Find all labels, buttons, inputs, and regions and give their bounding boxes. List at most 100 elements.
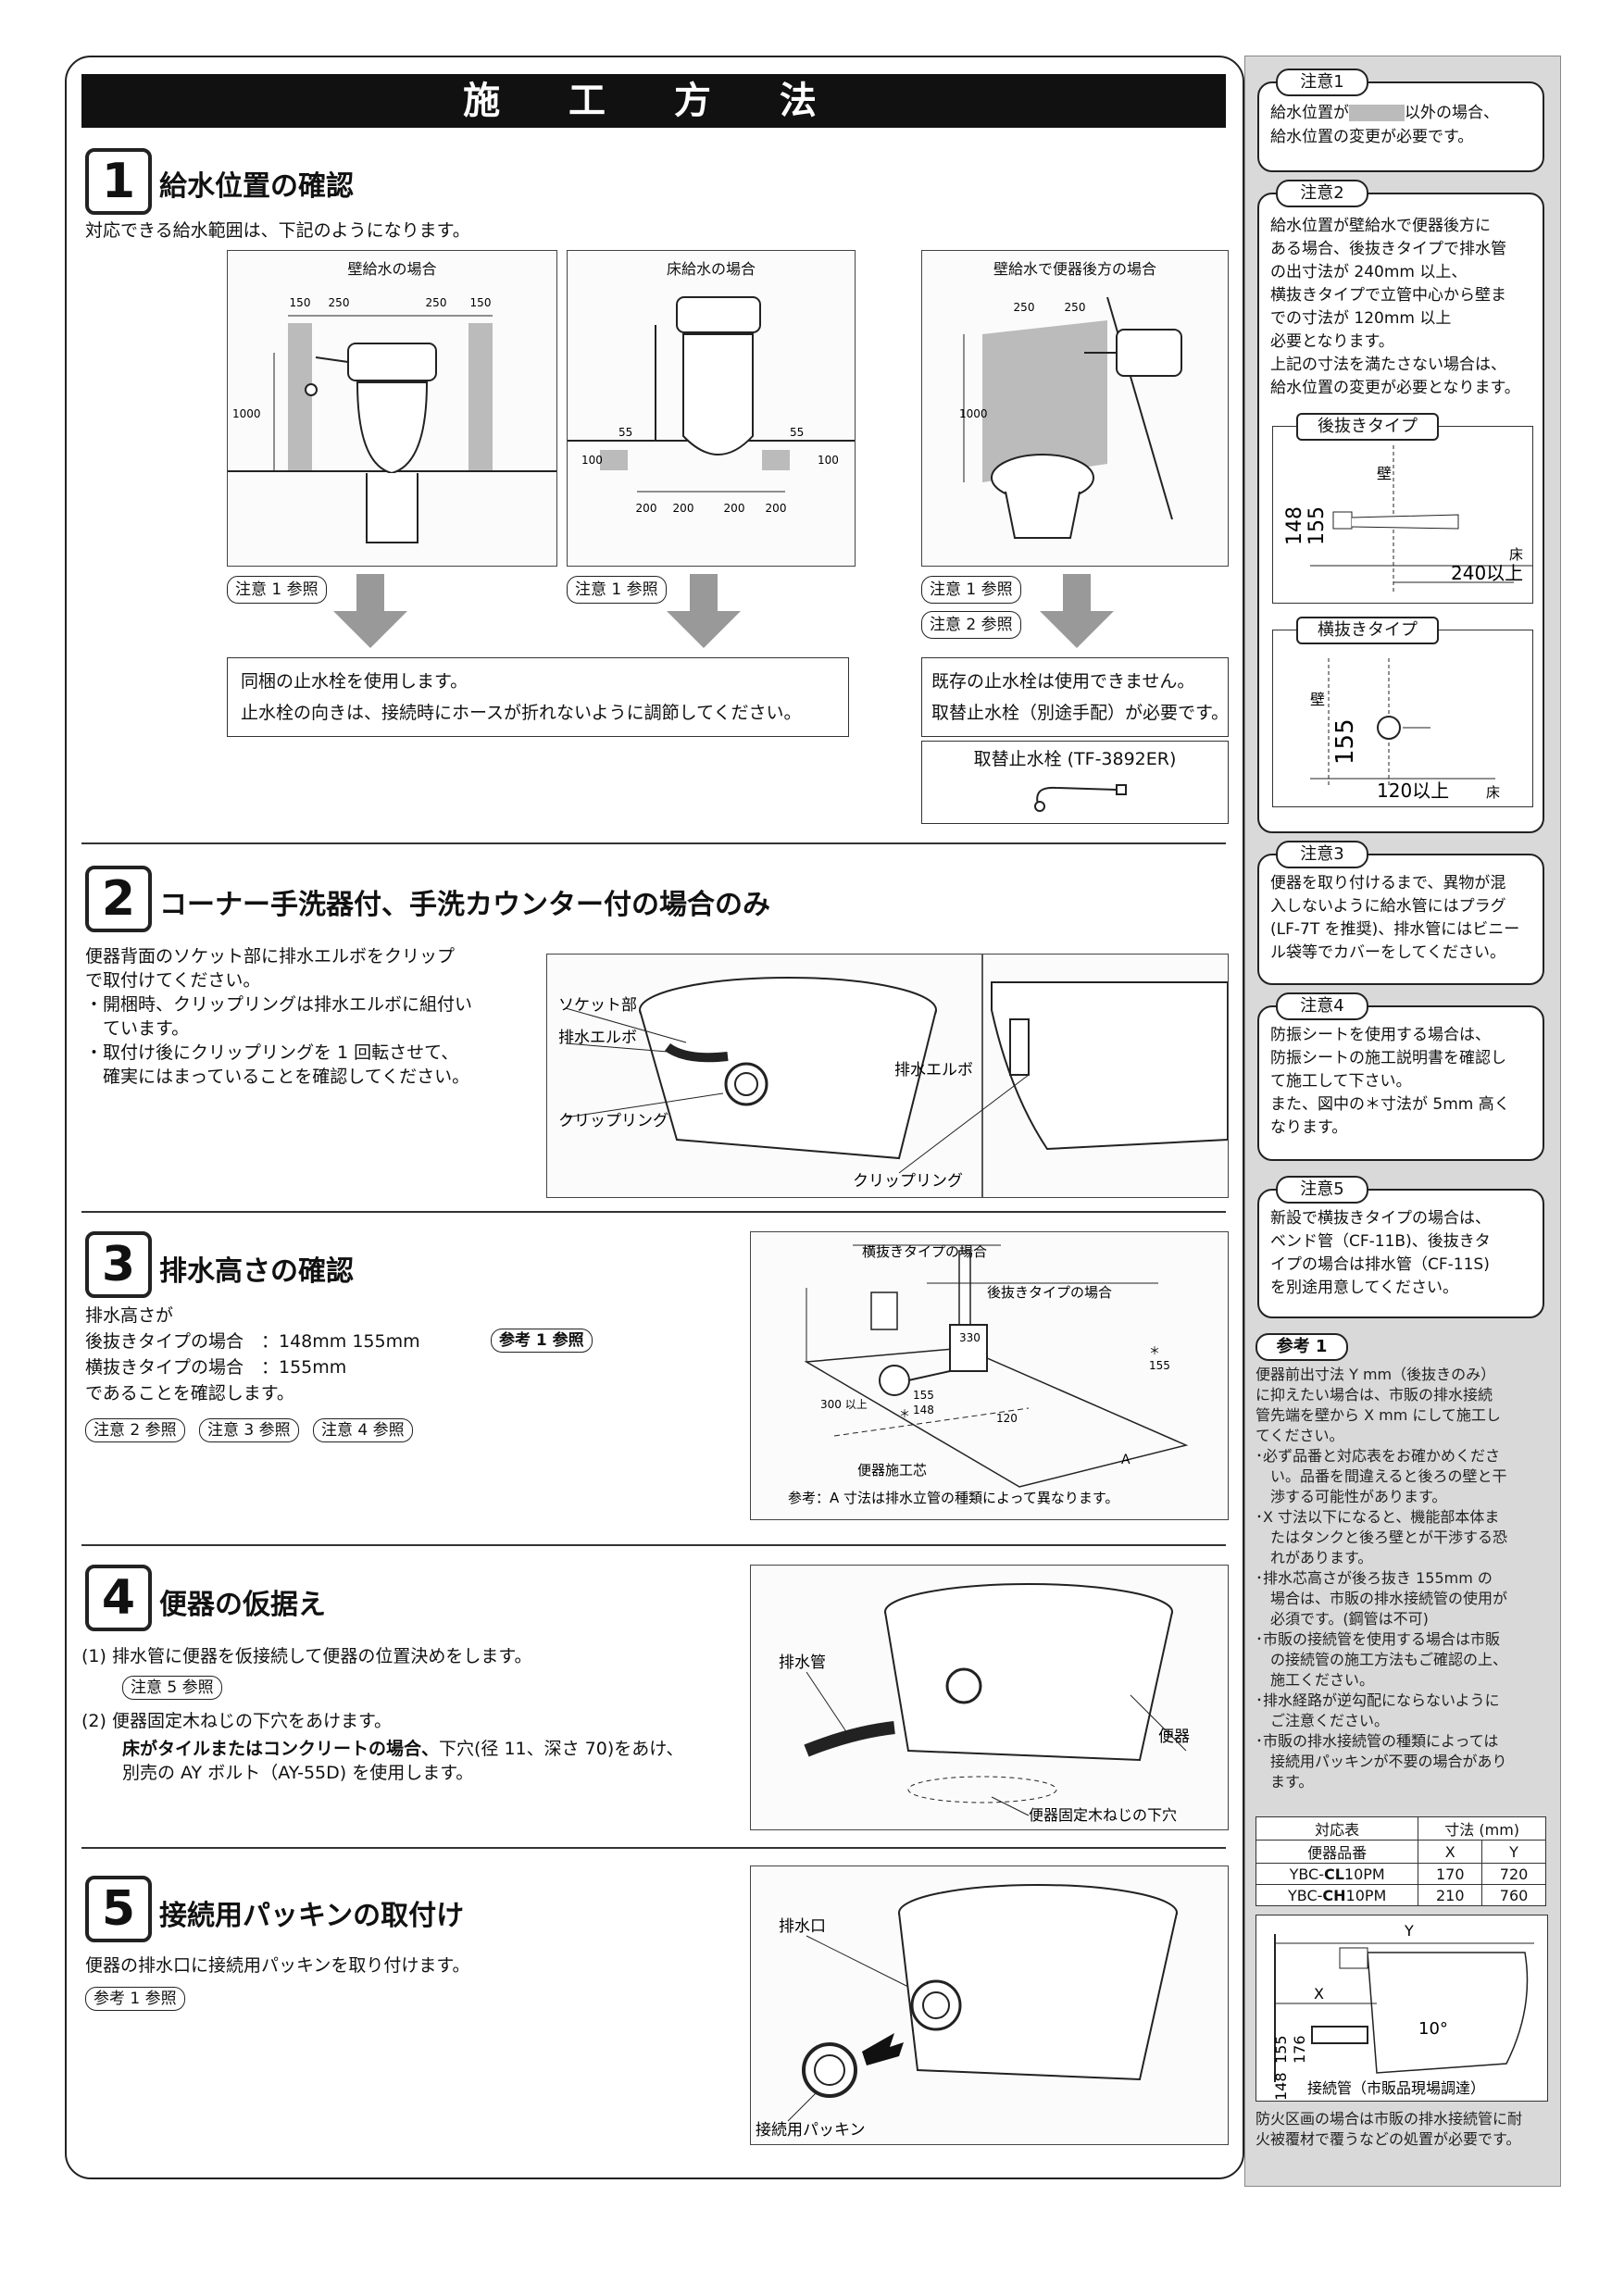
step-4-text: (2) 便器固定木ねじの下穴をあけます。	[81, 1711, 393, 1731]
rear-supply-diagram: 250 250 1000	[959, 296, 1182, 539]
dim-label: 155	[913, 1389, 934, 1402]
dim-angle: 10°	[1418, 2019, 1448, 2039]
step-4-title: 便器の仮据え	[159, 1589, 326, 1621]
section-divider	[81, 842, 1226, 844]
dim-label: 100	[581, 454, 603, 467]
label-rear-type: 後抜きタイプの場合	[987, 1284, 1112, 1301]
note-text-part: 給水位置が	[1270, 104, 1349, 122]
step-2-title: コーナー手洗器付、手洗カウンター付の場合のみ	[159, 889, 770, 921]
note-4-text: 防振シートを使用する場合は、 防振シートの施工説明書を確認し て施工して下さい。…	[1270, 1026, 1510, 1137]
note-5-tab: 注意5	[1276, 1176, 1368, 1204]
table-header: Y	[1481, 1840, 1546, 1864]
note-text-part: 以外の場合、	[1405, 104, 1499, 122]
dim-label: 250	[329, 296, 350, 309]
gray-swatch	[1349, 105, 1405, 121]
dim-label: 1000	[959, 407, 988, 420]
table-header: 対応表	[1255, 1816, 1419, 1841]
label-clip: クリップリング	[853, 1172, 963, 1191]
page-title: 施 工 方 法	[81, 74, 1226, 128]
step-3-number: 3	[85, 1231, 152, 1298]
label-elbow: 排水エルボ	[894, 1061, 973, 1079]
note-1-text: 給水位置の変更が必要です。	[1270, 128, 1474, 146]
temp-set-diagram: 排水管 便器 便器固定木ねじの下穴	[779, 1583, 1190, 1824]
ref-table: 対応表 寸法 (mm) 便器品番 X Y YBC-CL10PM 170 720 …	[1255, 1816, 1546, 1906]
ref-note-1[interactable]: 注意 1 参照	[567, 576, 667, 604]
dim-label: 150	[470, 296, 492, 309]
dim-label: 200	[724, 502, 745, 515]
model-suffix: 10PM	[1345, 1886, 1387, 1904]
dim-label: 250	[426, 296, 447, 309]
label-pipe: 接続管（市販品現場調達）	[1307, 2079, 1485, 2097]
model-code: CL	[1323, 1865, 1344, 1883]
box-text: 取替止水栓（別途手配）が必要です。	[931, 703, 1230, 723]
dim-label: 200	[636, 502, 657, 515]
main-frame	[65, 56, 1244, 2179]
ref-ref-1[interactable]: 参考 1 参照	[491, 1329, 593, 1353]
model-code: CH	[1322, 1886, 1346, 1904]
step-2-number: 2	[85, 866, 152, 932]
box-included-valve: 同梱の止水栓を使用します。 止水栓の向きは、接続時にホースが折れないように調節し…	[227, 657, 849, 737]
table-row: YBC-CH10PM 210 760	[1255, 1884, 1546, 1906]
table-cell: 170	[1418, 1863, 1483, 1885]
step-4-text: 別売の AY ボルト（AY-55D) を使用します。	[122, 1763, 474, 1783]
side-type-box: 壁 155 120以上 床	[1272, 630, 1533, 807]
dim-label: 250	[1014, 301, 1035, 314]
figure-drain-height: 横抜きタイプの場合 後抜きタイプの場合 330 300 以上 155 148 ＊…	[750, 1231, 1229, 1520]
dim-label: 148	[913, 1404, 934, 1416]
label-floor: 床	[1509, 546, 1523, 563]
box-text: 同梱の止水栓を使用します。	[241, 671, 468, 692]
dim-label: 148	[1272, 2072, 1290, 2101]
label-outlet: 排水口	[779, 1917, 826, 1936]
table-row: YBC-CL10PM 170 720	[1255, 1863, 1546, 1885]
ref-note-1[interactable]: 注意 1 参照	[921, 576, 1021, 604]
note-2-tab: 注意2	[1276, 180, 1368, 207]
ref-note-5[interactable]: 注意 5 参照	[122, 1676, 222, 1700]
label-wall: 壁	[1310, 691, 1325, 708]
ref-1-figure: Y X 10° 176 155 148 接続管（市販品現場調達）	[1255, 1915, 1548, 2102]
ref-note-4[interactable]: 注意 4 参照	[313, 1418, 413, 1442]
figure-caption: 床給水の場合	[666, 260, 756, 278]
table-cell: 720	[1481, 1863, 1546, 1885]
section-divider	[81, 1847, 1226, 1849]
label-socket: ソケット部	[558, 996, 637, 1015]
dim-label: 240以上	[1451, 562, 1523, 584]
dim-label: 1000	[232, 407, 261, 420]
figure-floor-supply: 床給水の場合 55 55 100 100 200 200 200 200	[567, 250, 856, 567]
note-3-tab: 注意3	[1276, 841, 1368, 868]
section-divider	[81, 1211, 1226, 1213]
note-2-card: 給水位置が壁給水で便器後方に ある場合、後抜きタイプで排水管 の出寸法が 240…	[1257, 193, 1544, 833]
table-cell: YBC-CH10PM	[1255, 1884, 1419, 1906]
dim-label: 150	[290, 296, 311, 309]
step-4-number: 4	[85, 1565, 152, 1631]
note-4-tab: 注意4	[1276, 992, 1368, 1020]
arrow-down	[1063, 574, 1091, 611]
ref-note-2[interactable]: 注意 2 参照	[921, 611, 1021, 639]
ref-note-1[interactable]: 注意 1 参照	[227, 576, 327, 604]
dim-label: A	[1121, 1453, 1131, 1467]
step-4-text: 床がタイルまたはコンクリートの場合、下穴(径 11、深さ 70)をあけ、	[122, 1737, 683, 1761]
dim-label: 200	[766, 502, 787, 515]
arrow-down	[667, 611, 741, 648]
star-mark: ＊	[1149, 1344, 1160, 1357]
ref-ref-1[interactable]: 参考 1 参照	[85, 1987, 185, 2011]
floor-supply-diagram: 55 55 100 100 200 200 200 200	[568, 296, 855, 515]
box-text: 止水栓の向きは、接続時にホースが折れないように調節してください。	[241, 703, 802, 723]
table-header: 寸法 (mm)	[1418, 1816, 1546, 1841]
box-text: 既存の止水栓は使用できません。	[931, 671, 1195, 692]
note-4-card: 防振シートを使用する場合は、 防振シートの施工説明書を確認し て施工して下さい。…	[1257, 1005, 1544, 1161]
dim-label: 155	[1272, 2035, 1290, 2064]
packing-diagram: 排水口 接続用パッキン	[756, 1884, 1178, 2140]
step-5-text: 便器の排水口に接続用パッキンを取り付けます。	[85, 1955, 470, 1976]
table-header: 便器品番	[1255, 1840, 1419, 1864]
arrow-down	[356, 574, 384, 611]
ref-note-2[interactable]: 注意 2 参照	[85, 1418, 185, 1442]
label-hole: 便器固定木ねじの下穴	[1029, 1806, 1177, 1824]
side-type-tab: 横抜きタイプ	[1296, 617, 1439, 644]
figure-rear-supply: 壁給水で便器後方の場合 250 250 1000	[921, 250, 1229, 567]
ref-1-text: 便器前出寸法 Y mm（後抜きのみ） に抑えたい場合は、市販の排水接続 管先端を…	[1255, 1366, 1508, 1791]
note-2-text: 給水位置が壁給水で便器後方に ある場合、後抜きタイプで排水管 の出寸法が 240…	[1270, 217, 1520, 397]
dim-label: 250	[1065, 301, 1086, 314]
ref-note-3[interactable]: 注意 3 参照	[199, 1418, 299, 1442]
dim-label: 120	[996, 1412, 1018, 1425]
figure-caption: 壁給水の場合	[347, 260, 437, 278]
